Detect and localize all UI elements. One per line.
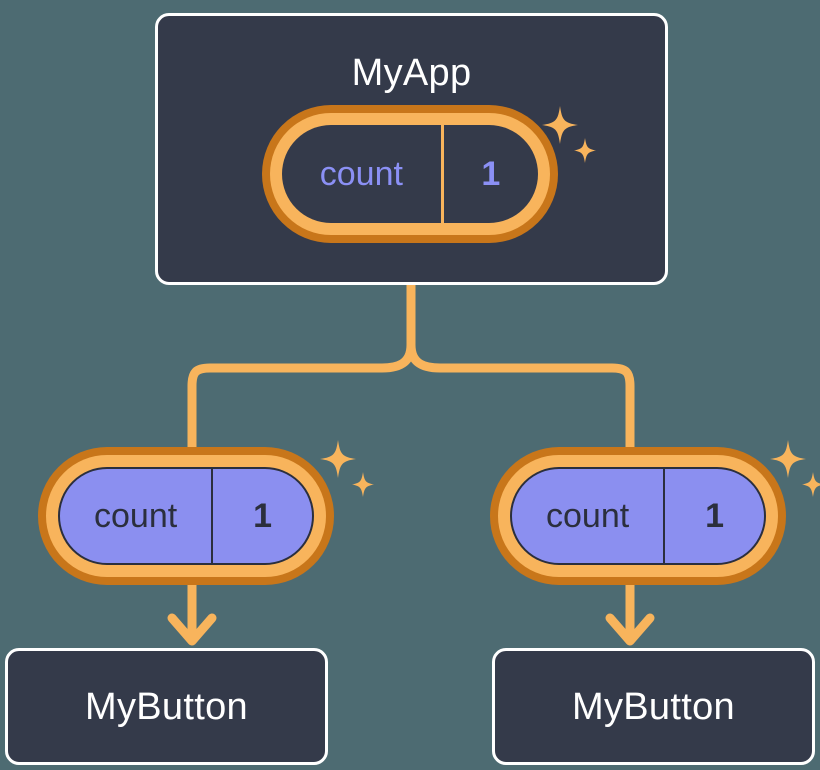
state-divider-root xyxy=(440,125,444,223)
component-card-mybutton-1[interactable]: MyButton xyxy=(492,648,815,765)
arrow-head-left xyxy=(167,613,217,646)
state-value-root: 1 xyxy=(481,155,501,193)
state-pill-child-0-ring: count 1 xyxy=(46,455,326,577)
component-title-mybutton-0: MyButton xyxy=(85,685,248,728)
state-pill-child-1-body: count 1 xyxy=(510,467,766,565)
connector-branch-left xyxy=(187,340,416,460)
component-card-mybutton-0[interactable]: MyButton xyxy=(5,648,328,765)
state-pill-child-1[interactable]: count 1 xyxy=(490,447,786,585)
state-pill-child-0[interactable]: count 1 xyxy=(38,447,334,585)
state-pill-root-ring: count 1 xyxy=(270,113,550,235)
state-pill-child-0-body: count 1 xyxy=(58,467,314,565)
state-value-child-1: 1 xyxy=(705,497,725,535)
state-key-child-1: count xyxy=(546,497,630,535)
sparkle-star-small xyxy=(352,472,374,497)
state-key-root: count xyxy=(319,155,403,193)
state-pill-child-1-ring: count 1 xyxy=(498,455,778,577)
state-divider-child-1 xyxy=(663,469,666,563)
state-key-child-0: count xyxy=(94,497,178,535)
state-pill-root-body: count 1 xyxy=(282,125,538,223)
connector-branch-right xyxy=(406,340,635,460)
state-pill-child-0-frame: count 1 xyxy=(38,447,334,585)
state-divider-child-0 xyxy=(211,469,214,563)
component-title-mybutton-1: MyButton xyxy=(572,685,735,728)
component-title-myapp: MyApp xyxy=(351,52,472,94)
state-pill-root[interactable]: count 1 xyxy=(262,105,558,243)
state-pill-root-frame: count 1 xyxy=(262,105,558,243)
state-value-child-0: 1 xyxy=(253,497,273,535)
sparkle-star-small xyxy=(802,472,820,497)
arrow-head-right xyxy=(605,613,655,646)
state-pill-child-1-frame: count 1 xyxy=(490,447,786,585)
